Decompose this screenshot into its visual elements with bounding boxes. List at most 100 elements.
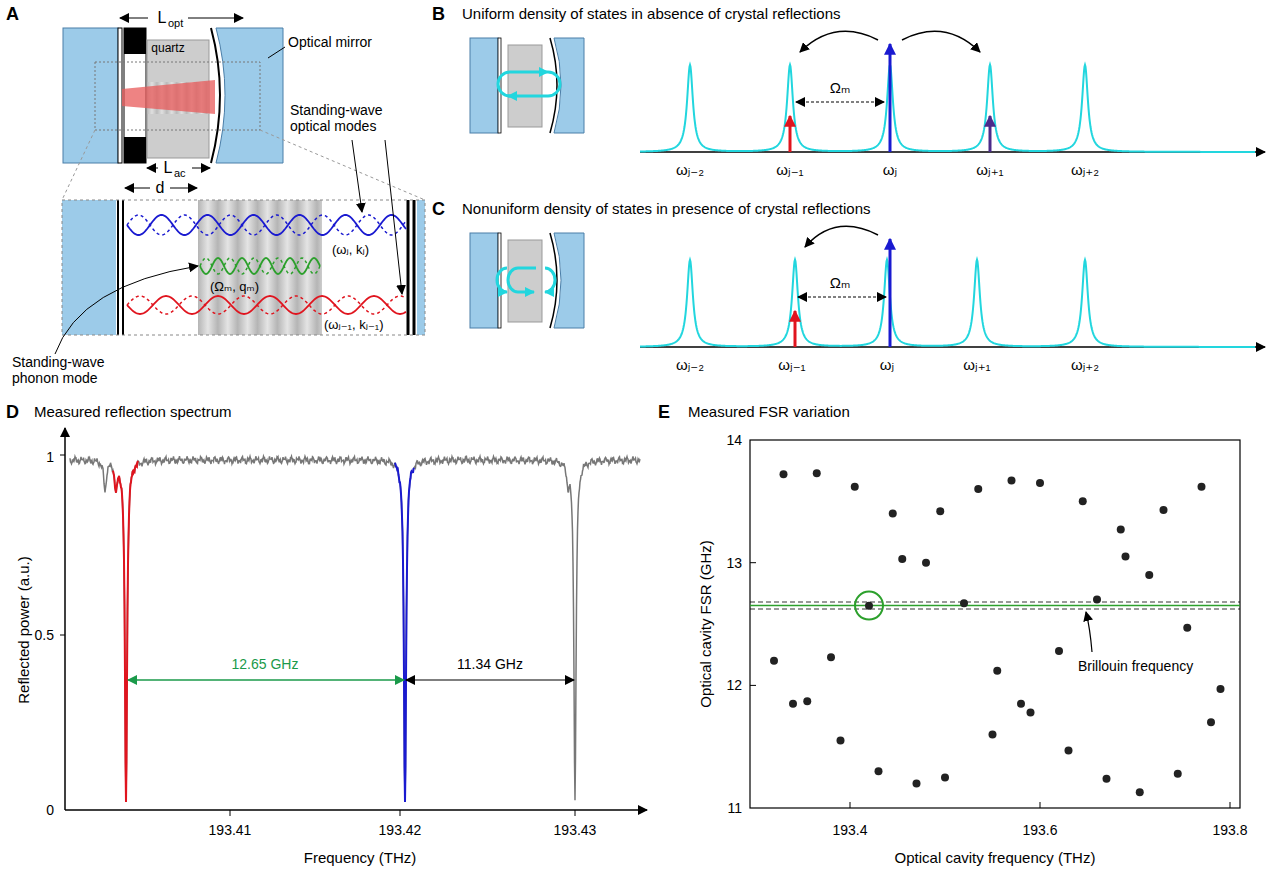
tick-label: 14: [726, 432, 742, 448]
annotation: Optical mirror: [288, 34, 372, 50]
zoom-sketch: [352, 140, 362, 212]
cavity-icon: [470, 38, 584, 133]
mode-wave: [127, 215, 406, 235]
spectrum-axis: [800, 31, 878, 52]
cavity-sketch: [122, 80, 215, 114]
data-point: [1122, 553, 1130, 561]
data-point: [936, 507, 944, 515]
scatter-plot: [850, 802, 851, 808]
symbol-label: d: [156, 179, 165, 197]
cavity-sketch: [118, 28, 122, 163]
axis-title: Optical cavity frequency (THz): [895, 849, 1096, 866]
panel-letter: E: [658, 402, 670, 423]
plot-axes: [400, 810, 401, 816]
zoom-sketch: [62, 200, 116, 335]
symbol-label: ωⱼ₋₂: [676, 356, 704, 373]
data-point: [1027, 708, 1035, 716]
symbol-label: ωⱼ₊₁: [976, 161, 1003, 178]
data-point: [865, 602, 873, 610]
symbol-label: L: [164, 159, 173, 177]
data-point: [1136, 788, 1144, 796]
tick-label: 193.8: [1212, 822, 1247, 838]
annotation: Brillouin frequency: [1078, 658, 1193, 674]
data-point: [780, 470, 788, 478]
scatter-plot: [1230, 802, 1231, 808]
data-point: [770, 657, 778, 665]
data-point: [789, 700, 797, 708]
cavity-sketch: [192, 168, 210, 169]
reflection-trace: [70, 456, 640, 802]
zoom-sketch: [122, 200, 124, 335]
spectrum-axis: [889, 44, 892, 152]
cavity-resonance: [640, 65, 1255, 152]
tick-label: 0: [46, 802, 54, 818]
tick-label: 193.42: [379, 822, 422, 838]
data-point: [1160, 506, 1168, 514]
data-point: [1079, 497, 1087, 505]
panel-title: Uniform density of states in absence of …: [462, 5, 841, 22]
spectrum-axis: [640, 31, 1265, 152]
annotation: 11.34 GHz: [457, 656, 523, 672]
cavity-sketch: [124, 28, 146, 54]
cavity-sketch: [260, 130, 425, 200]
data-point: [1017, 700, 1025, 708]
data-point: [1008, 476, 1016, 484]
plot-axes: [65, 809, 647, 811]
spectrum-axis: [805, 226, 878, 247]
mode-wave: [127, 215, 406, 314]
cavity-sketch: [147, 168, 158, 169]
cavity-sketch: [62, 18, 425, 200]
tick-label: 193.6: [1022, 822, 1057, 838]
tick-label: 12: [726, 677, 742, 693]
zoom-sketch: [385, 140, 402, 294]
symbol-label: Ωₘ: [830, 79, 851, 96]
plot-axes: [60, 455, 65, 456]
cavity-sketch: [62, 130, 95, 200]
plot-axes: [128, 679, 404, 681]
scatter-plot: [750, 440, 1240, 808]
cavity-resonance: [640, 260, 1255, 347]
cavity-icon: [470, 233, 498, 328]
tick-label: 193.41: [209, 822, 252, 838]
data-point: [803, 697, 811, 705]
tick-label: 13: [726, 555, 742, 571]
reflection-trace: [113, 461, 138, 802]
cavity-icon: [470, 38, 498, 133]
mode-wave: [200, 258, 320, 274]
cavity-icon: [508, 45, 542, 127]
cavity-icon: [470, 233, 584, 328]
mode-wave: [200, 258, 320, 274]
symbol-label: ac: [174, 167, 186, 180]
cavity-icon: [508, 240, 542, 322]
symbol-label: ωⱼ₋₂: [676, 161, 704, 178]
panel-letter: D: [6, 402, 19, 423]
plot-axes: [60, 635, 65, 636]
annotation: 12.65 GHz: [232, 656, 299, 672]
data-point: [770, 469, 1225, 796]
axis-title: Reflected power (a.u.): [15, 556, 32, 704]
spectrum-axis: [989, 116, 992, 152]
symbol-label: ωⱼ: [880, 356, 894, 373]
data-point: [1036, 479, 1044, 487]
cavity-sketch: [120, 18, 148, 19]
cavity-icon: [498, 72, 548, 96]
scatter-plot: [855, 592, 883, 620]
data-point: [1065, 746, 1073, 754]
data-point: [1207, 718, 1215, 726]
panel-title: Nonuniform density of states in presence…: [462, 200, 871, 217]
cavity-icon: [545, 268, 555, 292]
scatter-plot: [1040, 802, 1041, 808]
zoom-sketch: [62, 200, 425, 335]
plot-axes: [575, 810, 576, 816]
data-point: [837, 737, 845, 745]
mode-wave: [127, 215, 406, 235]
cavity-icon: [554, 233, 584, 328]
scatter-plot: [750, 440, 1240, 808]
data-point: [1217, 685, 1225, 693]
panel-title: Measured FSR variation: [688, 403, 850, 420]
data-point: [1145, 571, 1153, 579]
data-point: [813, 469, 821, 477]
panel-letter: B: [432, 4, 445, 25]
zoom-sketch: [417, 200, 425, 335]
zoom-sketch: [198, 200, 322, 335]
